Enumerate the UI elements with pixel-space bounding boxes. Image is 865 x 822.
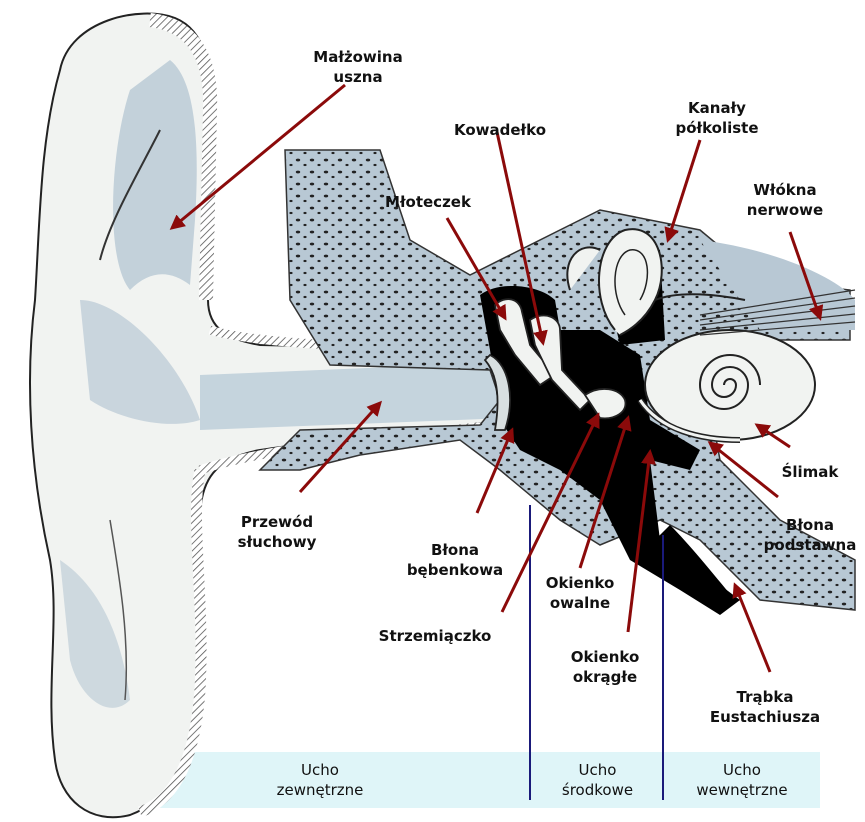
label-cochlea: Ślimak — [770, 462, 850, 482]
region-middle-ear: Uchośrodkowe — [535, 760, 660, 800]
label-nerve-fibers: Włóknanerwowe — [730, 180, 840, 220]
region-inner-ear: Uchowewnętrzne — [668, 760, 816, 800]
label-eustachian-tube: TrąbkaEustachiusza — [695, 687, 835, 727]
region-outer-ear: Uchozewnętrzne — [255, 760, 385, 800]
label-oval-window: Okienkoowalne — [525, 573, 635, 613]
label-ear-canal: Przewódsłuchowy — [222, 512, 332, 552]
label-semicircular-canals: Kanałypółkoliste — [657, 98, 777, 138]
arrow-canals — [668, 140, 700, 240]
label-incus: Kowadełko — [440, 120, 560, 140]
label-eardrum: Błonabębenkowa — [395, 540, 515, 580]
label-auricle: Małżowinauszna — [298, 47, 418, 87]
label-stapes: Strzemiączko — [360, 626, 510, 646]
label-malleus: Młoteczek — [378, 192, 478, 212]
label-basilar-membrane: Błonapodstawna — [755, 515, 865, 555]
label-round-window: Okienkookrągłe — [545, 647, 665, 687]
